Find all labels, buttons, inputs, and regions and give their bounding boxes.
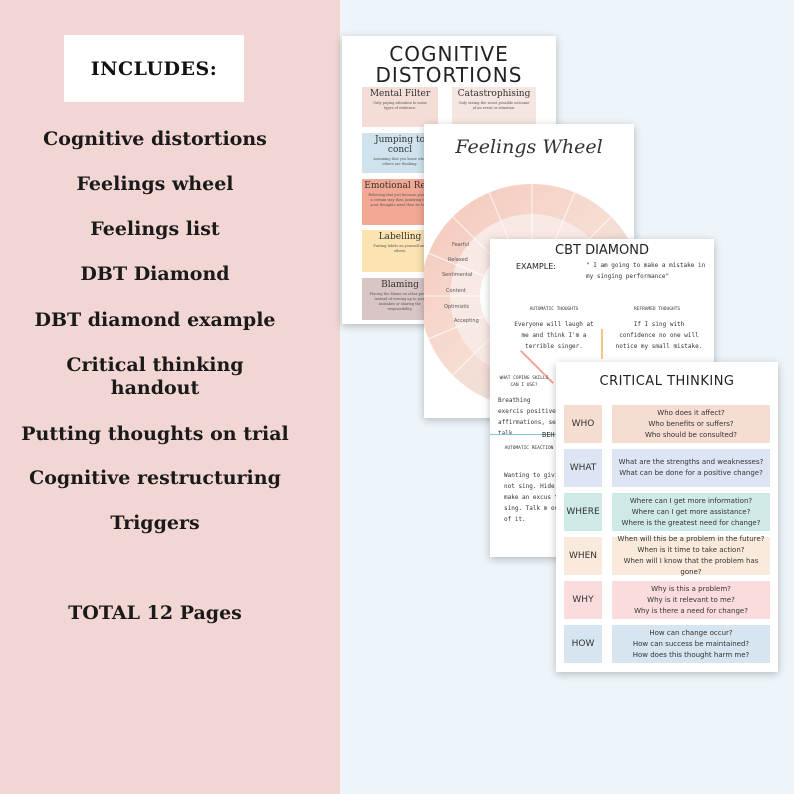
question-word: HOW [564,625,602,663]
left-panel [0,0,340,794]
feeling-word: Sentimental [442,272,472,278]
distortion-text: Believing that just because you feel a c… [368,193,432,207]
distortion-heading: Emotional Reas [364,181,436,191]
question-word: WHAT [564,449,602,487]
divider [490,434,556,435]
divider [601,329,603,359]
title-line: COGNITIVE [389,42,509,66]
feeling-word: Optimistic [444,304,470,310]
question-line: How does this thought harm me? [632,650,750,659]
question-line: What can be done for a positive change? [619,469,763,477]
feature-item: Triggers [110,512,200,534]
feature-item: handout [110,377,200,399]
reaction-text: Wanting to givi not sing. Hide o make an… [504,472,562,523]
question-text: How can change occur? How can success be … [612,625,770,663]
distortion-heading: Labelling [378,232,422,242]
title-line: DISTORTIONS [375,63,523,87]
feeling-word: Relaxed [448,257,468,263]
distortion-box: Mental Filter Only paying attention to s… [362,87,438,127]
question-word: WHO [564,405,602,443]
question-line: Where is the greatest need for change? [621,518,761,527]
question-line: What are the strengths and weaknesses? [618,458,764,466]
question-line: Why is it relevant to me? [647,595,735,604]
critical-thinking-page: CRITICAL THINKING WHO Who does it affect?… [556,362,778,672]
page-title: CBT DIAMOND [555,243,649,258]
question-line: Why is this a problem? [651,584,731,593]
page-title: COGNITIVE DISTORTIONS [342,44,556,86]
question-text: Why is this a problem? Why is it relevant… [612,581,770,619]
question-line: Why is there a need for change? [634,606,748,615]
feeling-word: Fearful [452,242,469,248]
distortion-heading: Jumping to concl [374,135,426,155]
total-pages: TOTAL 12 Pages [68,602,242,624]
distortion-text: Only seeing the worst possible outcome o… [458,101,530,110]
question-line: How can change occur? [649,628,733,637]
example-quote: " I am going to make a mistake in my sin… [586,262,706,280]
question-line: Where can I get more information? [629,496,753,505]
question-word: WHEN [564,537,602,575]
coping-skills-label: WHAT COPING SKILLS CAN I USE? [499,376,549,388]
automatic-thoughts-text: Everyone will laugh at me and think I'm … [514,321,594,350]
question-word: WHERE [564,493,602,531]
distortion-box: Catastrophising Only seeing the worst po… [452,87,536,127]
question-row: WHAT What are the strengths and weaknesse… [564,449,770,487]
feature-item: Cognitive distortions [43,128,267,150]
question-line: Who should be consulted? [644,430,738,439]
distortion-text: Placing the blame on other people instea… [369,292,431,311]
feature-item: Putting thoughts on trial [21,423,289,445]
feature-item: Cognitive restructuring [29,467,281,489]
question-line: When is it time to take action? [637,546,745,554]
behaviour-label: BEH [542,431,555,439]
feature-item: Critical thinking [66,354,244,376]
question-row: WHO Who does it affect? Who benefits or su… [564,405,770,443]
includes-label: INCLUDES: [64,35,244,102]
coping-skills-text: Breathing exercis positive affirmations,… [498,397,556,437]
distortion-text: Only paying attention to some types of e… [373,101,427,110]
feature-item: Feelings wheel [76,173,234,195]
distortion-text: Putting labels on yourself and others. [373,244,427,253]
question-text: What are the strengths and weaknesses? Wh… [612,449,770,487]
question-text: When will this be a problem in the futur… [612,535,770,576]
reframed-thoughts-label: REFRAMED THOUGHTS [633,307,681,312]
reframed-thoughts-text: If I sing with confidence no one will no… [615,321,703,350]
distortion-heading: Blaming [381,280,419,290]
question-line: When will I know that the problem has go… [623,557,759,576]
question-line: How can success be maintained? [632,639,750,648]
question-word: WHY [564,581,602,619]
distortion-heading: Mental Filter [369,89,431,99]
feature-item: DBT Diamond [80,263,230,285]
distortion-heading: Catastrophising [457,89,531,99]
question-text: Where can I get more information? Where c… [612,493,770,531]
example-label: EXAMPLE: [516,262,556,271]
feature-item: Feelings list [90,218,220,240]
page-title: CRITICAL THINKING [599,374,735,389]
feeling-word: Accepting [454,318,479,324]
question-row: HOW How can change occur? How can success … [564,625,770,663]
question-line: Who benefits or suffers? [648,419,734,428]
question-line: When will this be a problem in the futur… [617,535,765,543]
feature-item: DBT diamond example [34,309,276,331]
question-row: WHEN When will this be a problem in the f… [564,535,770,576]
distortion-text: Assuming that you know what others are t… [373,157,427,166]
question-line: Where can I get more assistance? [631,507,751,516]
question-text: Who does it affect? Who benefits or suffe… [612,405,770,443]
feeling-word: Content [446,288,466,294]
page-title: Feelings Wheel [455,136,603,158]
question-line: Who does it affect? [657,408,725,417]
question-row: WHY Why is this a problem? Why is it relev… [564,581,770,619]
automatic-reaction-label: AUTOMATIC REACTION [504,446,554,451]
automatic-thoughts-label: AUTOMATIC THOUGHTS [529,307,579,312]
